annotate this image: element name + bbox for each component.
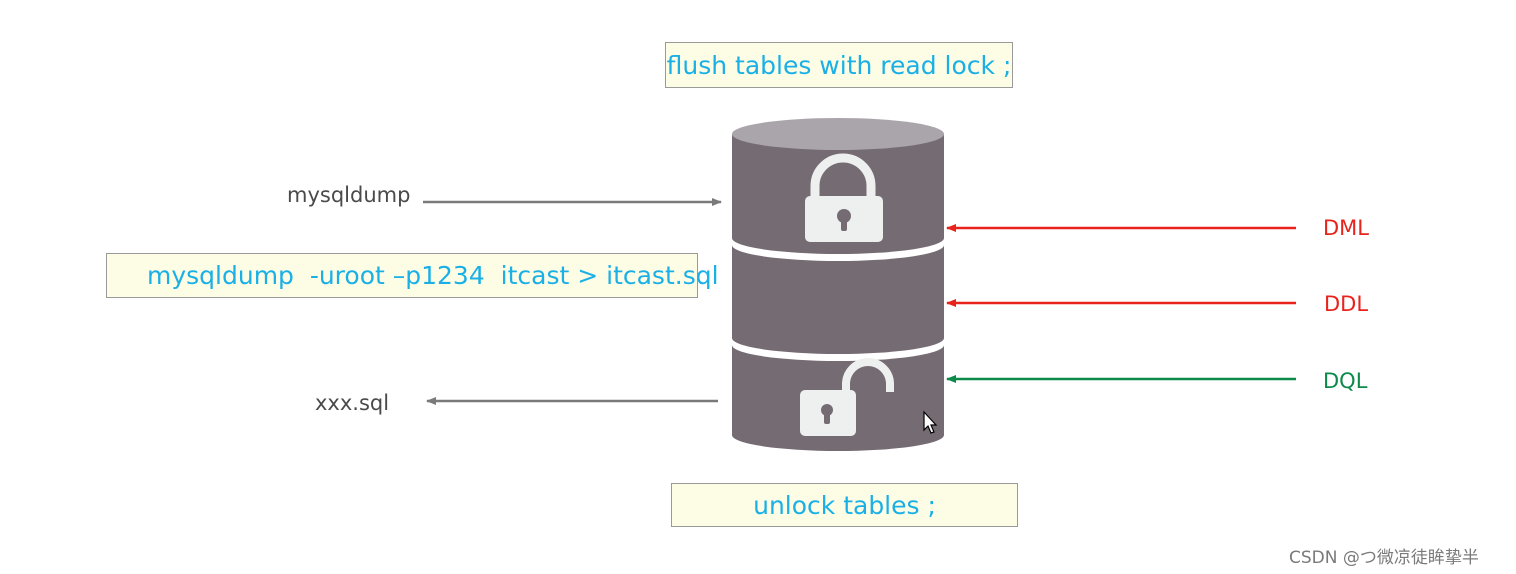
lock-command-text: flush tables with read lock ;	[666, 50, 1012, 80]
locked-padlock-icon	[805, 153, 883, 242]
mysqldump-label: mysqldump	[287, 183, 411, 207]
mouse-cursor-icon	[923, 410, 938, 434]
unlock-command-box: unlock tables ;	[671, 483, 1018, 527]
db-segment-middle	[732, 245, 944, 354]
unlocked-padlock-icon	[800, 358, 894, 436]
dump-command-text: mysqldump -uroot –p1234 itcast > itcast.…	[147, 261, 719, 290]
dump-command-box: mysqldump -uroot –p1234 itcast > itcast.…	[106, 253, 719, 298]
unlock-command-text: unlock tables ;	[753, 490, 936, 520]
watermark: CSDN @つ微凉徒眸挚半	[1289, 548, 1479, 568]
db-top-cap	[732, 118, 944, 150]
db-segment-top	[732, 134, 944, 254]
database-cylinder	[732, 118, 944, 451]
dql-label: DQL	[1323, 369, 1368, 393]
output-file-label: xxx.sql	[315, 391, 390, 415]
ddl-label: DDL	[1324, 292, 1369, 316]
dml-label: DML	[1323, 216, 1369, 240]
lock-command-box: flush tables with read lock ;	[665, 42, 1013, 88]
